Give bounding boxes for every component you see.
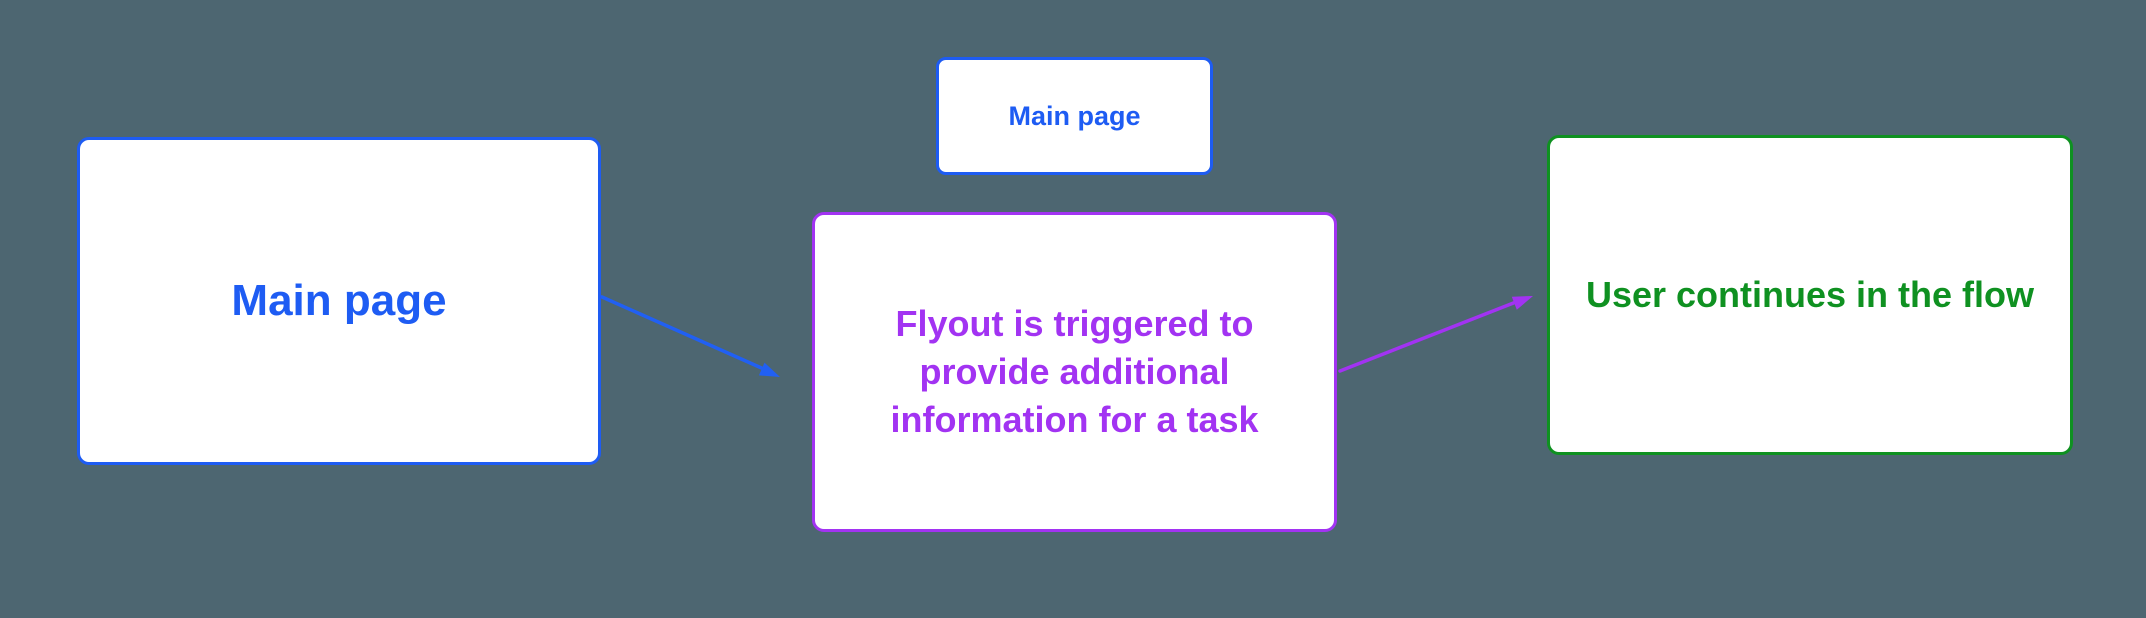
arrowhead-icon (1511, 296, 1533, 310)
node-flyout-info[interactable]: Flyout is triggered to provide additiona… (812, 212, 1337, 532)
node-user-continues[interactable]: User continues in the flow (1547, 135, 2073, 455)
node-label: Flyout is triggered to provide additiona… (870, 300, 1278, 444)
arrow-line[interactable] (600, 295, 768, 372)
node-label-line: provide additional (919, 351, 1230, 392)
arrowhead-icon (758, 362, 780, 377)
flow-arrow-flyout-to-user[interactable] (1338, 296, 1533, 373)
node-label-line: information for a task (890, 399, 1259, 440)
node-label: Main page (231, 276, 447, 325)
arrow-line[interactable] (1338, 300, 1518, 373)
flow-arrow-main-to-flyout[interactable] (600, 295, 780, 377)
node-main-page[interactable]: Main page (77, 137, 601, 465)
node-label: Main page (1008, 100, 1141, 131)
node-label-line: Flyout is triggered to (895, 303, 1254, 344)
node-main-page-mini[interactable]: Main page (936, 57, 1213, 175)
node-label: User continues in the flow (1585, 274, 2035, 315)
